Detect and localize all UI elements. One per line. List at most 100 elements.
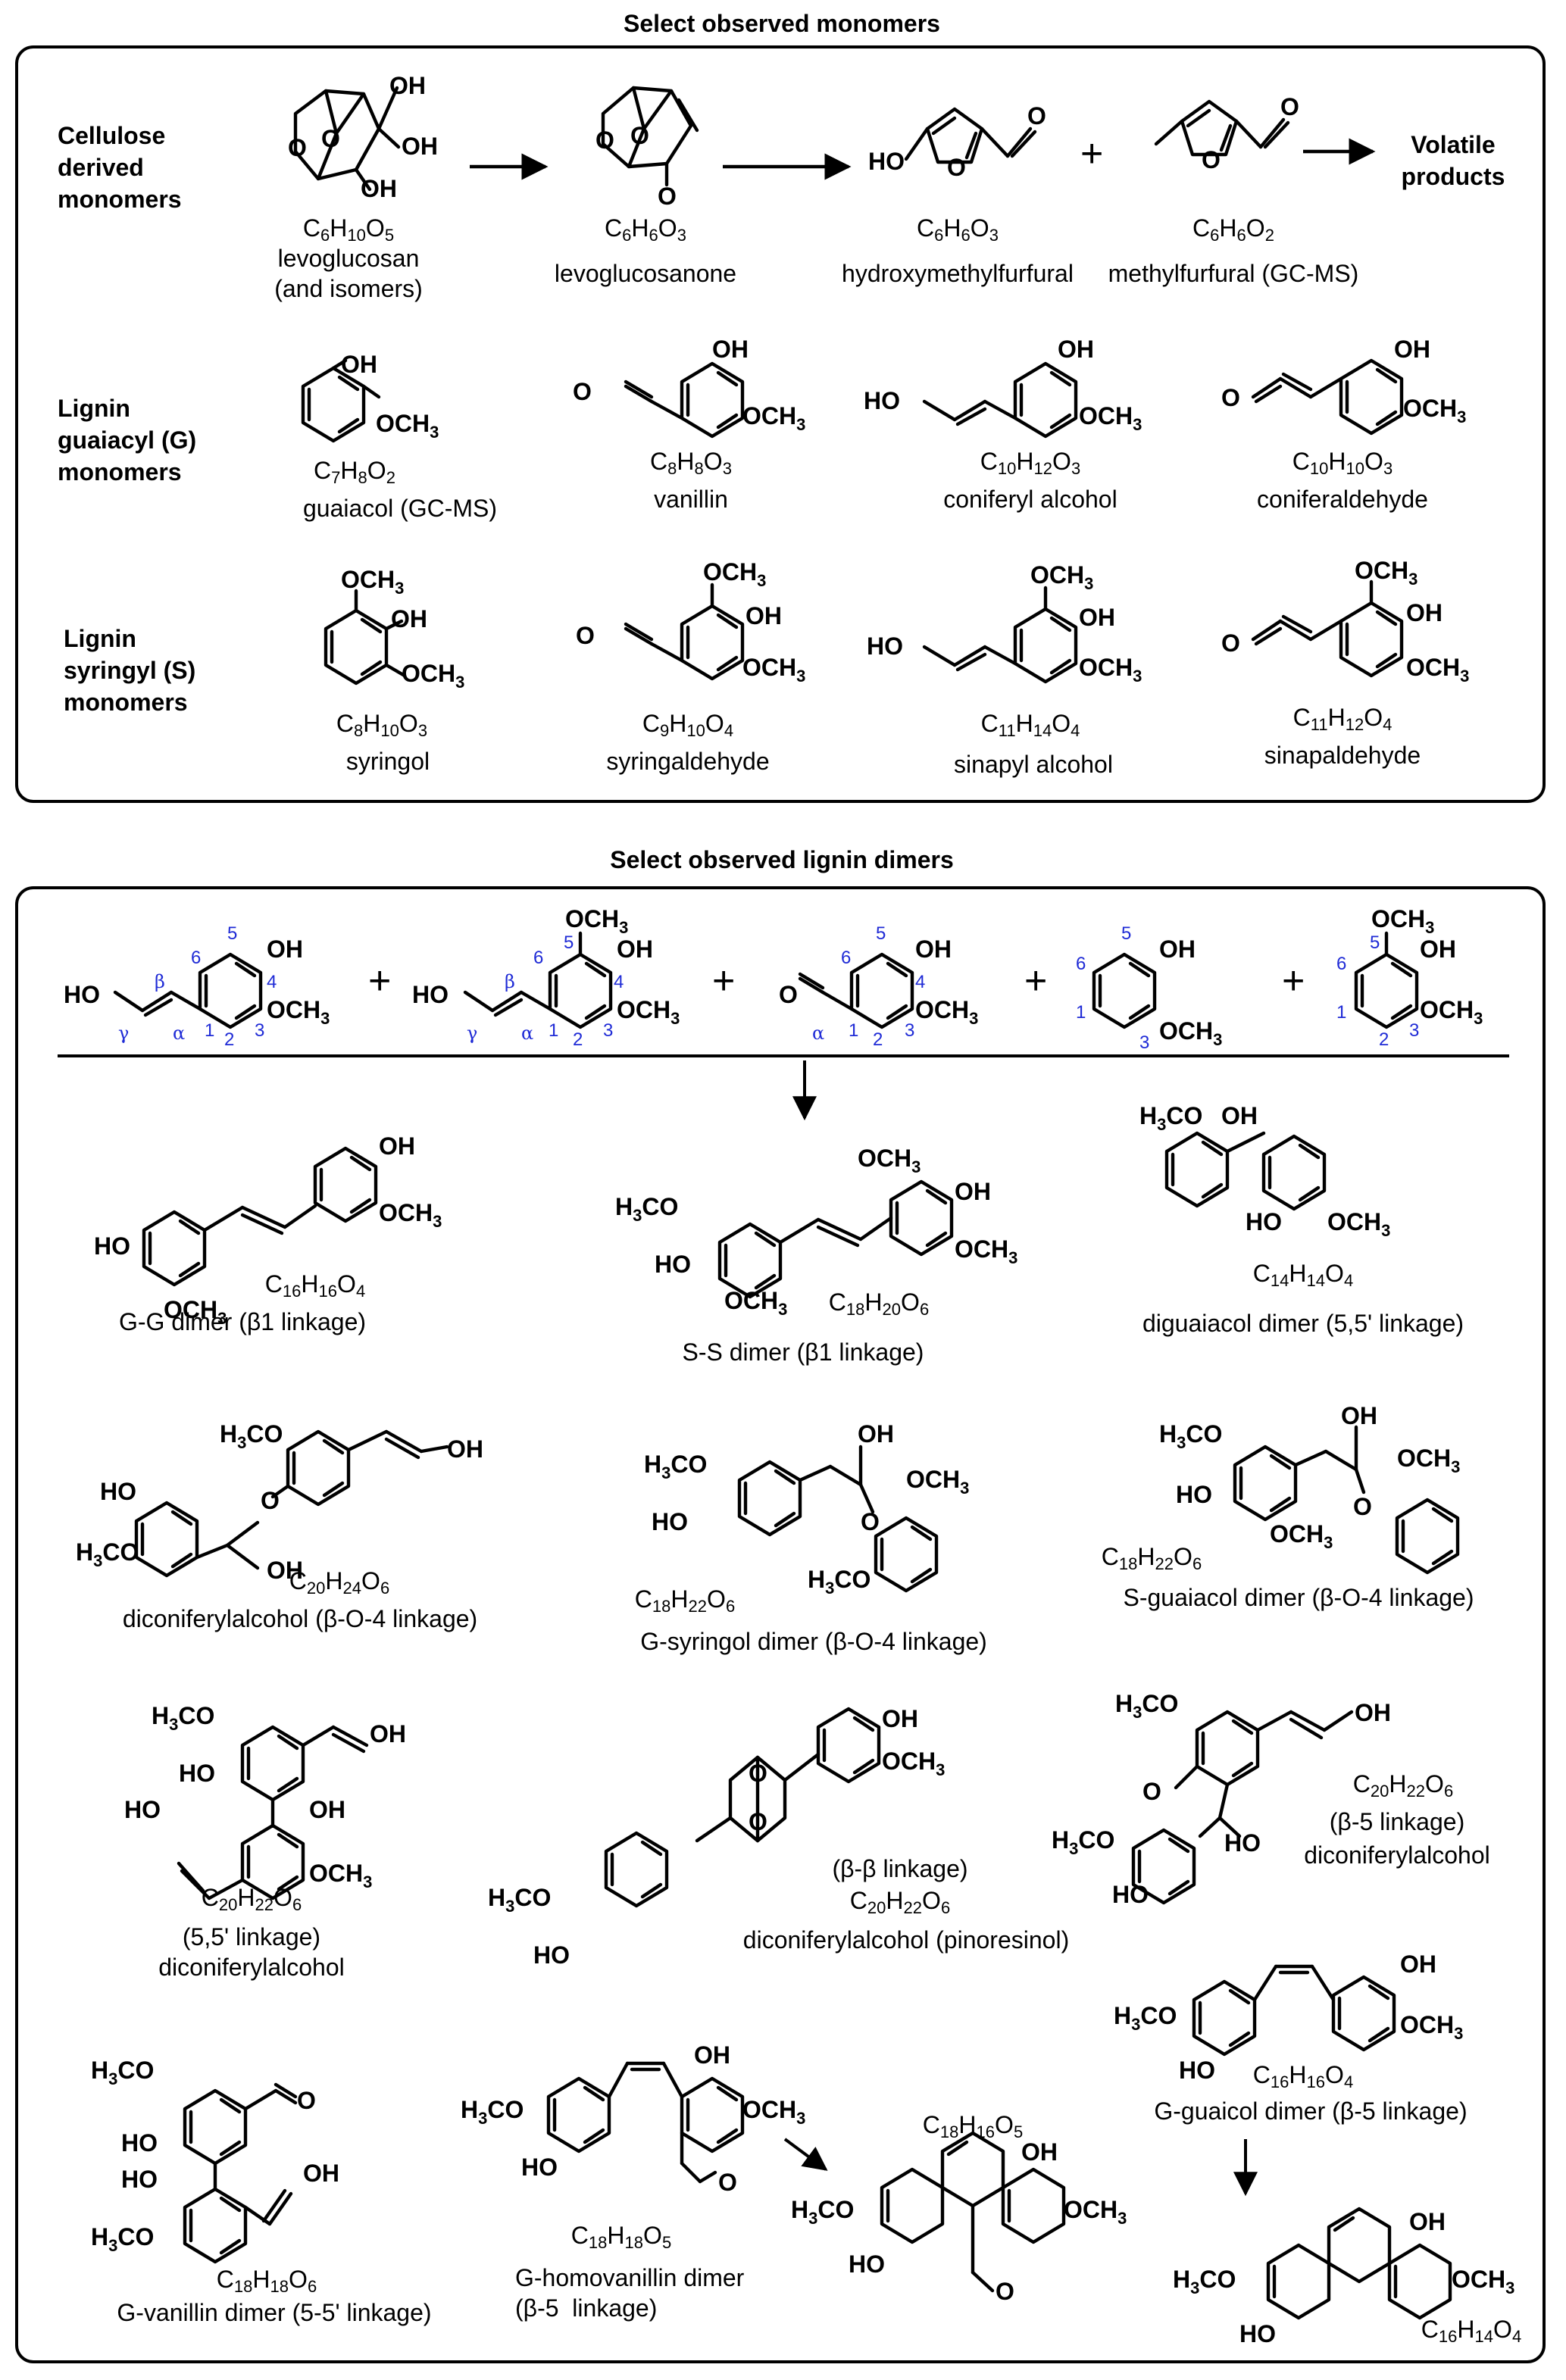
formula-syringol: C8H10O3	[336, 712, 428, 741]
syringaldehyde-och3-top: OCH3	[703, 558, 766, 590]
ry-num-3: 3	[1409, 1020, 1419, 1041]
sinapyl-ho: HO	[867, 632, 903, 660]
rv-num-5: 5	[876, 923, 886, 944]
reactant-sinapyl-ho: HO	[412, 981, 449, 1008]
pino-och3: OCH3	[882, 1748, 945, 1779]
reactant-vanillin-och3: OCH3	[915, 996, 978, 1028]
hmf-structure	[904, 107, 1037, 164]
reactant-sinapyl-och3-top: OCH3	[565, 905, 628, 937]
reactant-vanillin	[798, 952, 914, 1029]
rg-num-5: 5	[1121, 923, 1131, 944]
methylfurfural-o-ald: O	[1280, 93, 1299, 120]
gh-h3co: H3CO	[461, 2096, 524, 2128]
formula-methylfurfural: C6H6O2	[1192, 217, 1274, 245]
name-syringol: syringol	[345, 750, 430, 776]
formula-sinapaldehyde: C11H12O4	[1292, 706, 1393, 735]
formula-phen-right: C16H14O4	[1421, 2318, 1522, 2347]
dcb-oh-top: OH	[447, 1435, 483, 1463]
diguaiacol-och3: OCH3	[1327, 1208, 1390, 1240]
vanillin-oh: OH	[712, 336, 749, 363]
ggu-ho: HO	[1179, 2057, 1215, 2084]
pr-och3: OCH3	[1452, 2266, 1514, 2297]
pr-h3co: H3CO	[1173, 2266, 1236, 2297]
dcb-h3co: H3CO	[220, 1420, 283, 1452]
formula-levoglucosanone: C6H6O3	[605, 217, 686, 245]
reactant-guaiacol	[1092, 952, 1157, 1029]
pm-ho: HO	[849, 2250, 885, 2278]
ss-dimer-structure	[717, 1179, 954, 1299]
rs-num-6: 6	[533, 948, 543, 968]
gh-och3: OCH3	[742, 2096, 805, 2128]
coniferaldehyde-o: O	[1221, 384, 1240, 411]
formula-gvanillin: C18H18O6	[216, 2268, 317, 2297]
gh-oh: OH	[694, 2041, 730, 2069]
syringol-och3-top: OCH3	[341, 566, 404, 598]
dcb-ho: HO	[100, 1478, 136, 1505]
formula-syringaldehyde: C9H10O4	[642, 712, 734, 741]
diconiferyl-bo4-structure	[134, 1429, 449, 1578]
vanillin-o: O	[573, 378, 592, 405]
name-coniferyl: coniferyl alcohol	[943, 488, 1117, 514]
rv-num-2: 2	[873, 1029, 883, 1050]
rs-alpha: α	[521, 1023, 533, 1044]
sg-o: O	[1353, 1493, 1372, 1520]
syringaldehyde-structure	[624, 583, 745, 681]
gg-dimer-structure	[142, 1146, 378, 1287]
ggu-oh: OH	[1400, 1951, 1436, 1978]
rs-num-1: 1	[549, 1020, 558, 1041]
name-gguaicol: G-guaicol dimer (β-5 linkage)	[1154, 2100, 1468, 2125]
rs-num-4: 4	[614, 972, 624, 992]
pino-o-1: O	[749, 1760, 767, 1787]
guaiacol-oh: OH	[341, 351, 377, 378]
reactant-guaiacol-och3: OCH3	[1159, 1017, 1222, 1049]
formula-diguaiacol: C14H14O4	[1252, 1262, 1354, 1291]
plus-d4: +	[1282, 959, 1305, 1003]
levoglucosanone-structure	[601, 86, 699, 187]
diguaiacol-dimer-structure	[1164, 1131, 1327, 1211]
gh-ho: HO	[521, 2154, 558, 2181]
pino-ho: HO	[533, 1941, 570, 1969]
dimers-panel	[15, 886, 1546, 2363]
syringol-och3-bottom: OCH3	[402, 660, 464, 692]
dcb-o: O	[261, 1487, 280, 1514]
name-coniferaldehyde: coniferaldehyde	[1257, 488, 1428, 514]
gs-och3: OCH3	[906, 1466, 969, 1498]
ggu-och3: OCH3	[1400, 2011, 1463, 2043]
syringol-structure	[324, 589, 407, 686]
formula-sguaiacol: C18H22O6	[1101, 1545, 1202, 1574]
phenanthrene-right-structure	[1266, 2207, 1452, 2320]
formula-vanillin: C8H8O3	[650, 450, 732, 479]
levoglucosan-structure	[293, 86, 401, 192]
formula-gguaicol: C16H16O4	[1252, 2063, 1354, 2092]
db5-h3co: H3CO	[1115, 1690, 1178, 1722]
arrow-homovanillin	[783, 2138, 828, 2171]
gs-ho: HO	[652, 1508, 688, 1535]
name-gg-dimer: G-G dimer (β1 linkage)	[118, 1310, 367, 1336]
ry-num-1: 1	[1336, 1002, 1346, 1023]
sg-oh: OH	[1341, 1402, 1377, 1429]
formula-guaiacol: C7H8O2	[314, 459, 395, 488]
dimers-title: Select observed lignin dimers	[610, 848, 954, 874]
formula-dcb04: C20H24O6	[289, 1569, 390, 1598]
ry-num-5: 5	[1370, 932, 1380, 953]
d55-h3co: H3CO	[152, 1702, 214, 1734]
rc-alpha: α	[173, 1023, 185, 1044]
ss-ho: HO	[655, 1251, 691, 1278]
reactant-guaiacol-oh: OH	[1159, 935, 1196, 963]
diguaiacol-oh: OH	[1221, 1102, 1258, 1129]
formula-sinapyl: C11H14O4	[980, 712, 1080, 741]
dcb-h3co-2: H3CO	[76, 1538, 139, 1570]
reactant-sinapyl	[463, 931, 613, 1029]
name-pinoresinol: diconiferylalcohol (pinoresinol)	[742, 1929, 1070, 1954]
gv-h3co-2: H3CO	[91, 2223, 154, 2255]
rv-num-4: 4	[915, 972, 925, 992]
gv-oh: OH	[303, 2160, 339, 2187]
name-hmf: hydroxymethylfurfural	[842, 262, 1074, 288]
sinapaldehyde-och3-top: OCH3	[1355, 557, 1418, 589]
name-gvanillin: G-vanillin dimer (5-5' linkage)	[117, 2301, 432, 2327]
syringol-oh: OH	[391, 605, 427, 632]
db5-o: O	[1142, 1778, 1161, 1805]
pm-oh: OH	[1021, 2138, 1058, 2166]
sinapyl-oh: OH	[1079, 604, 1115, 631]
